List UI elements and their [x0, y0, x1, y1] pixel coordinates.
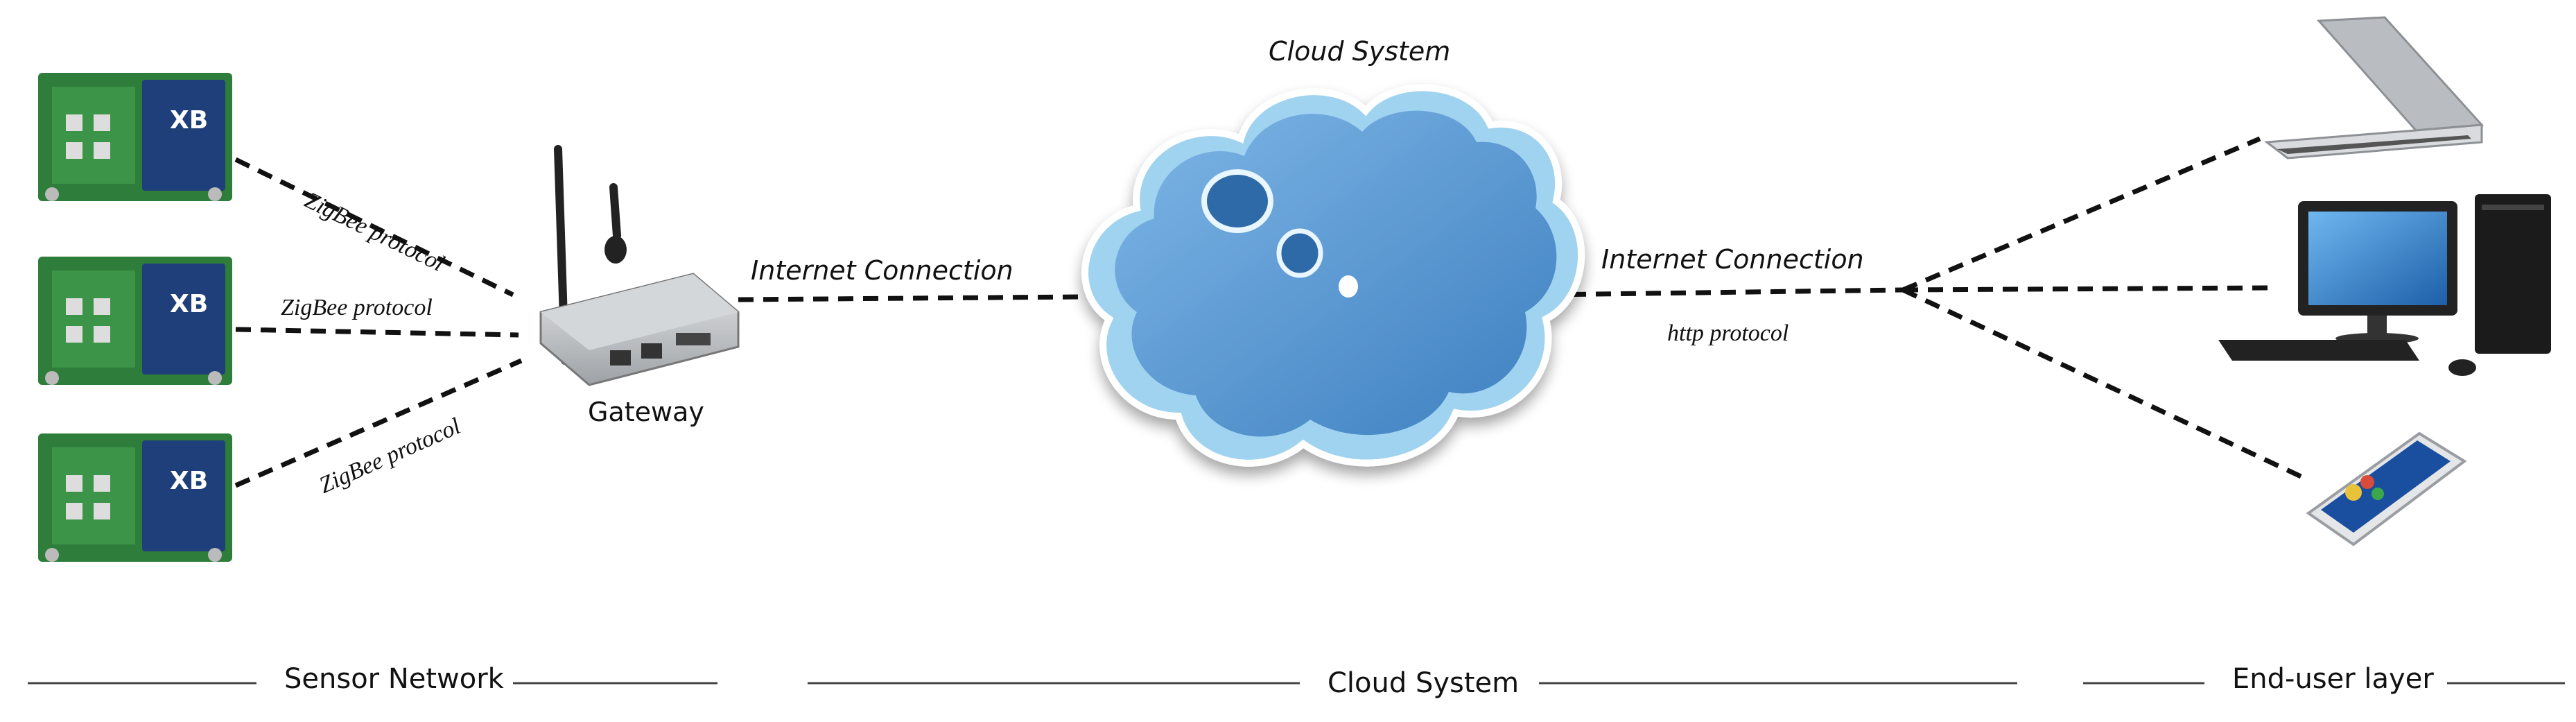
- svg-text:XB: XB: [170, 106, 208, 135]
- sensor-board-icon: XB: [38, 433, 232, 562]
- zigbee-label-middle: ZigBee protocol: [281, 295, 433, 320]
- cloud-icon: [1081, 84, 1585, 467]
- section-sensor-network: Sensor Network: [284, 663, 504, 695]
- zigbee-link-middle: [235, 327, 519, 338]
- http-protocol-label: http protocol: [1667, 320, 1789, 346]
- smartphone-icon: [2306, 431, 2467, 547]
- desktop-computer-icon: [2218, 194, 2551, 376]
- connection-lines: [234, 136, 2310, 488]
- internet-connection-right-label: Internet Connection: [1601, 244, 1864, 275]
- sensor-board-icon: XB: [38, 257, 232, 385]
- zigbee-link-top: [234, 157, 514, 298]
- link-to-desktop: [1902, 285, 2271, 293]
- svg-text:XB: XB: [170, 290, 208, 318]
- router-icon: [539, 145, 740, 386]
- internet-link-left: [738, 294, 1082, 302]
- section-cloud-system: Cloud System: [1328, 667, 1520, 699]
- section-end-user-layer: End-user layer: [2232, 663, 2434, 695]
- link-to-phone: [1901, 287, 2310, 483]
- internet-connection-left-label: Internet Connection: [751, 255, 1013, 286]
- sensor-board-icon: XB: [38, 73, 232, 201]
- laptop-icon: [2263, 16, 2484, 160]
- svg-text:XB: XB: [170, 467, 208, 495]
- zigbee-link-bottom: [234, 358, 523, 488]
- link-to-laptop: [1901, 136, 2261, 293]
- cloud-system-title: Cloud System: [1269, 36, 1451, 67]
- internet-link-right: [1545, 287, 1904, 298]
- gateway-label: Gateway: [588, 397, 704, 427]
